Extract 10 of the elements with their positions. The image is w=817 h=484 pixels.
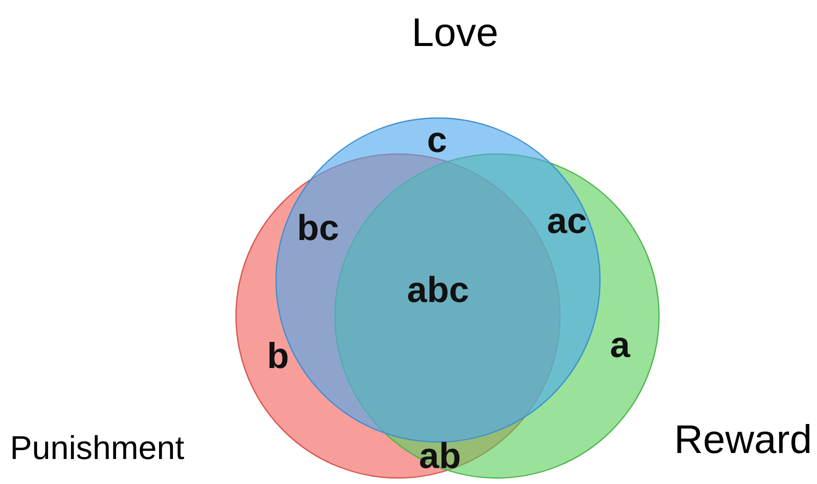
set-label: Punishment bbox=[10, 430, 184, 464]
region-label: bc bbox=[297, 210, 339, 246]
region-label: abc bbox=[406, 272, 470, 308]
set-label: Love bbox=[412, 13, 498, 53]
region-label: b bbox=[267, 338, 289, 374]
region-label: a bbox=[610, 327, 630, 363]
region-label: ac bbox=[546, 203, 588, 239]
region-label: ab bbox=[419, 438, 461, 474]
set-label: Reward bbox=[674, 420, 812, 460]
region-label: c bbox=[426, 122, 448, 158]
